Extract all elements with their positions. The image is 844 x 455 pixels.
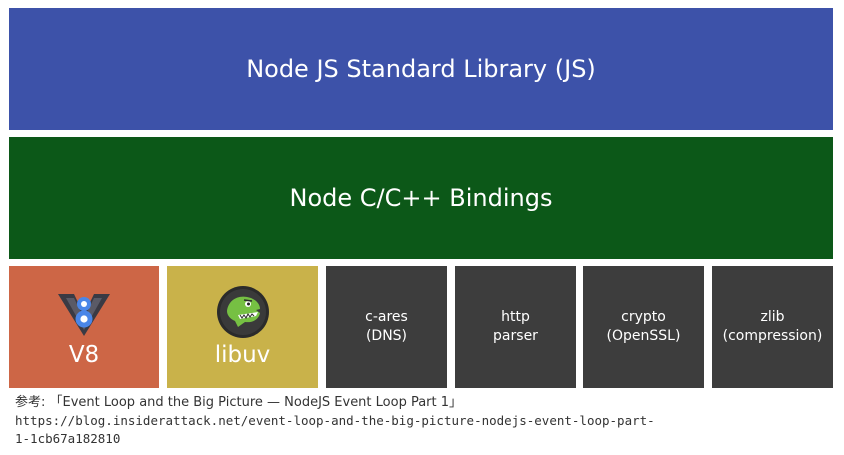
c-ares-box: c-ares (DNS) bbox=[326, 266, 447, 388]
zlib-box: zlib (compression) bbox=[712, 266, 833, 388]
libuv-dinosaur-icon bbox=[216, 286, 269, 338]
c-ares-sublabel: (DNS) bbox=[365, 328, 408, 344]
http-parser-box: http parser bbox=[455, 266, 576, 388]
v8-label: V8 bbox=[68, 342, 100, 368]
http-parser-label: http bbox=[501, 309, 530, 325]
bindings-layer: Node C/C++ Bindings bbox=[9, 137, 833, 259]
crypto-box: crypto (OpenSSL) bbox=[583, 266, 704, 388]
c-ares-label: c-ares bbox=[365, 309, 408, 325]
v8-logo-icon bbox=[58, 294, 110, 336]
zlib-sublabel: (compression) bbox=[722, 328, 823, 344]
crypto-label: crypto bbox=[621, 309, 666, 325]
standard-library-layer: Node JS Standard Library (JS) bbox=[9, 8, 833, 130]
standard-library-label: Node JS Standard Library (JS) bbox=[246, 55, 596, 83]
reference-title: 参考: 「Event Loop and the Big Picture — No… bbox=[15, 395, 463, 410]
crypto-sublabel: (OpenSSL) bbox=[606, 328, 681, 344]
libuv-box: libuv bbox=[167, 266, 318, 388]
http-parser-sublabel: parser bbox=[493, 328, 538, 344]
reference-url-line-2: 1-1cb67a182810 bbox=[15, 431, 121, 446]
reference-caption: 参考: 「Event Loop and the Big Picture — No… bbox=[15, 394, 835, 448]
libuv-label: libuv bbox=[214, 342, 271, 368]
v8-box: V8 bbox=[9, 266, 159, 388]
zlib-label: zlib bbox=[760, 309, 785, 325]
bindings-label: Node C/C++ Bindings bbox=[289, 184, 553, 212]
reference-url-line-1: https://blog.insiderattack.net/event-loo… bbox=[15, 413, 655, 428]
